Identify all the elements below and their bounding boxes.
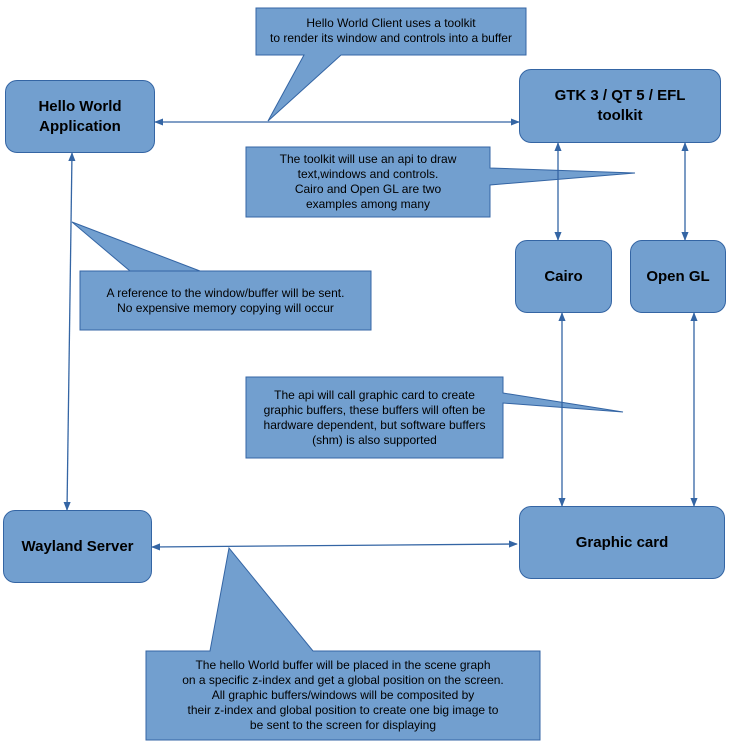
- callout-api-graphic-card-text: The api will call graphic card to create…: [263, 387, 486, 447]
- arrow-wayland-graphic-card: [151, 540, 518, 551]
- callout-composite-text: The hello World buffer will be placed in…: [182, 658, 504, 732]
- arrow-app-wayland: [63, 152, 76, 511]
- node-toolkit: GTK 3 / QT 5 / EFL toolkit: [519, 69, 721, 143]
- node-cairo: Cairo: [515, 240, 612, 313]
- callout-toolkit-api-shape: [245, 146, 636, 218]
- callout-reference-text: A reference to the window/buffer will be…: [106, 285, 345, 315]
- callout-toolkit-api-text: The toolkit will use an api to draw text…: [279, 152, 457, 211]
- callout-reference-shape: [71, 221, 372, 331]
- node-wayland-server: Wayland Server: [3, 510, 152, 583]
- node-graphic-card: Graphic card: [519, 506, 725, 579]
- node-opengl: Open GL: [630, 240, 726, 313]
- node-hello-world-application: Hello World Application: [5, 80, 155, 153]
- callout-client-toolkit-text: Hello World Client uses a toolkit to ren…: [270, 16, 512, 45]
- callout-composite-shape: [145, 546, 541, 741]
- callout-client-toolkit-shape: [255, 7, 527, 122]
